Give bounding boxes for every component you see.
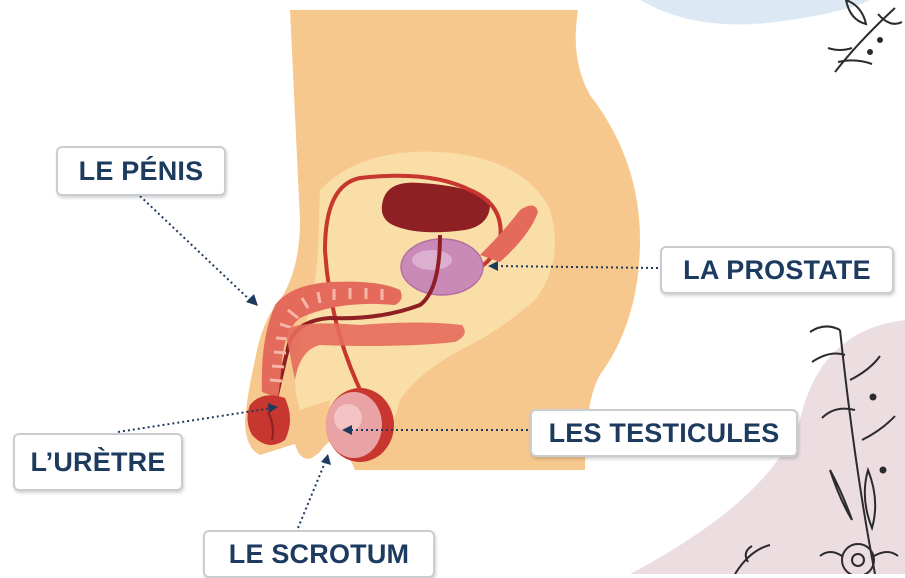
- label-prostate: LA PROSTATE: [660, 246, 894, 294]
- label-penis: LE PÉNIS: [56, 146, 226, 196]
- pointer-penis: [140, 196, 252, 302]
- label-testicules: LES TESTICULES: [530, 409, 798, 457]
- label-scrotum: LE SCROTUM: [203, 530, 435, 578]
- decor-blue-blob: [640, 0, 870, 25]
- label-uretre: L’URÈTRE: [13, 433, 183, 491]
- arrowhead-scrotum: [321, 454, 331, 465]
- pointer-scrotum: [298, 460, 326, 528]
- floral-decoration-top: [828, 0, 902, 72]
- prostate-highlight: [412, 250, 452, 270]
- arrowhead-penis: [246, 294, 258, 306]
